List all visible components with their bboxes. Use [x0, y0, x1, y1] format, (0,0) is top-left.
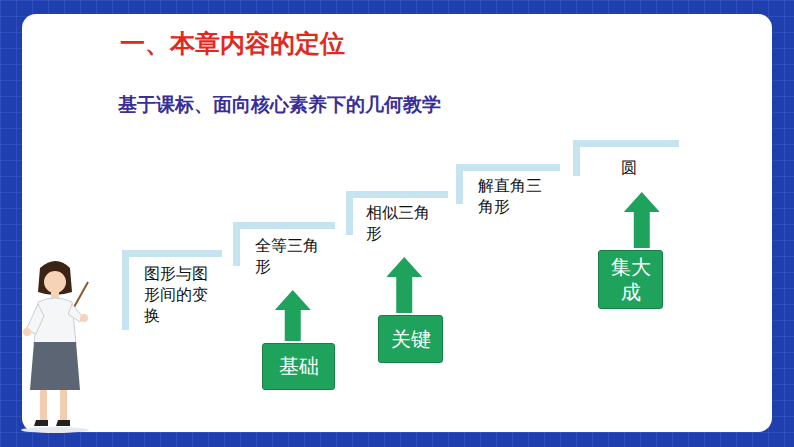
stair-step: 解直角三角形	[456, 164, 560, 226]
step-label: 解直角三角形	[478, 176, 542, 218]
up-arrow	[624, 192, 660, 248]
stair-step: 图形与图形间的变换	[122, 250, 222, 338]
stair-step: 圆	[573, 140, 679, 190]
role-box: 集大成	[598, 250, 663, 309]
step-label: 圆	[621, 158, 685, 179]
role-box: 关键	[378, 315, 443, 363]
slide-title: 一、本章内容的定位	[120, 27, 345, 60]
step-label: 图形与图形间的变换	[144, 264, 208, 326]
teacher-figure	[21, 261, 89, 433]
up-arrow	[275, 290, 311, 341]
step-label: 全等三角形	[255, 236, 319, 278]
role-box: 基础	[262, 343, 335, 390]
role-label: 关键	[391, 327, 431, 352]
stair-step: 相似三角形	[346, 191, 448, 255]
subtitle: 基于课标、面向核心素养下的几何教学	[118, 92, 441, 118]
role-label: 基础	[279, 354, 319, 379]
role-label: 集大成	[607, 255, 654, 305]
step-label: 相似三角形	[366, 203, 430, 245]
stair-step: 全等三角形	[233, 222, 335, 288]
up-arrow	[386, 257, 422, 313]
